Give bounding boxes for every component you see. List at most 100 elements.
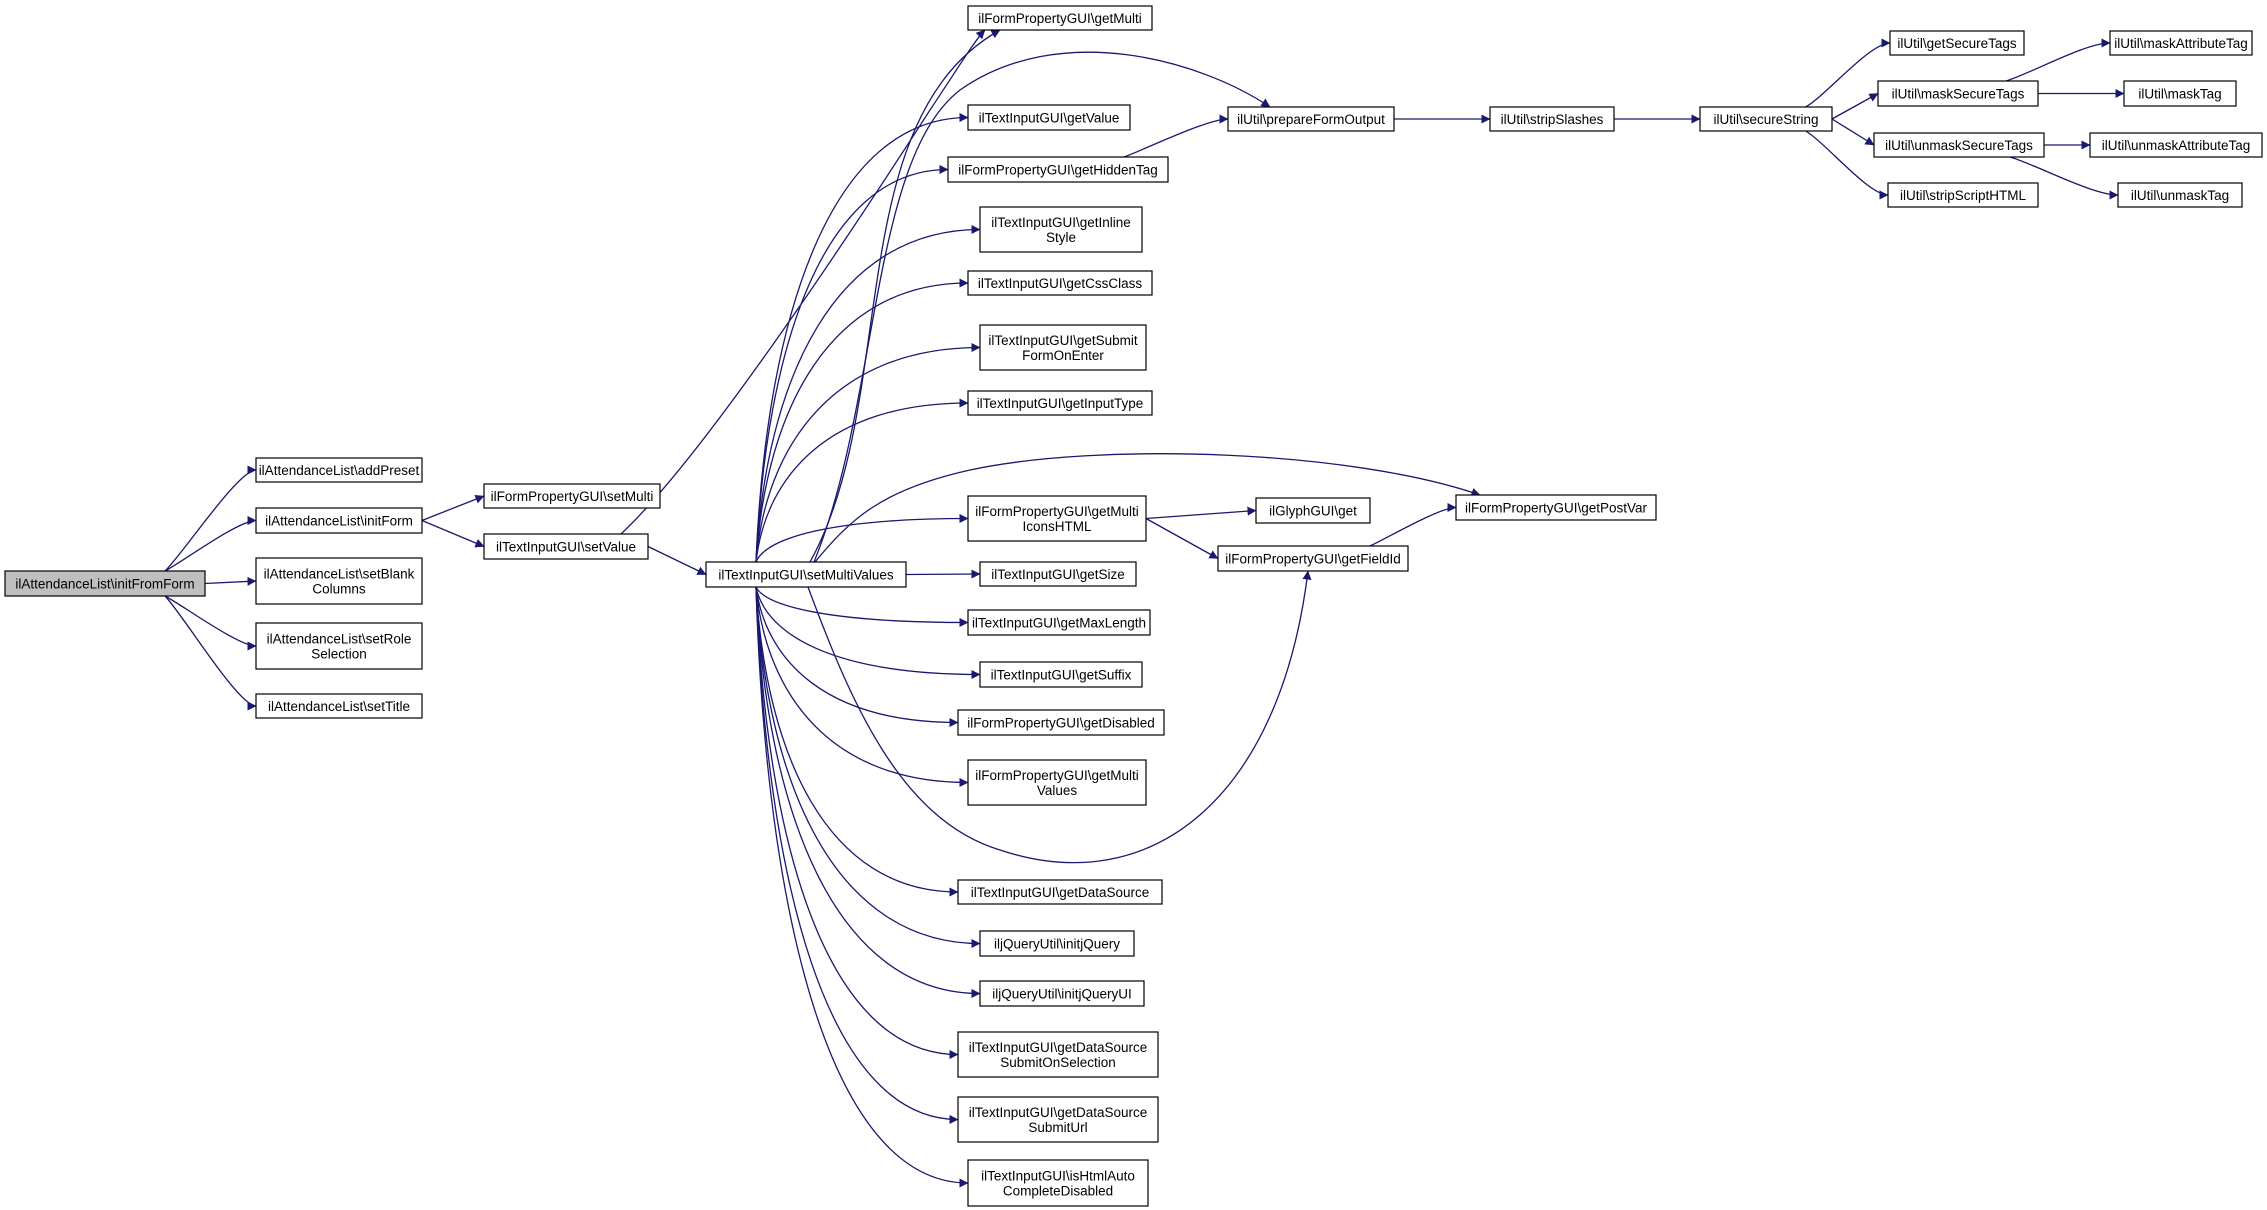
- edge-setMultiValues-to-getMulti: [809, 29, 1001, 563]
- node-getInputType[interactable]: ilTextInputGUI\getInputType: [967, 390, 1153, 416]
- node-label: ilFormPropertyGUI\getPostVar: [1465, 501, 1648, 516]
- node-box: [2109, 30, 2253, 56]
- node-label: Selection: [311, 647, 367, 662]
- node-box: [957, 1096, 1159, 1143]
- node-label: ilFormPropertyGUI\getMulti: [975, 504, 1139, 519]
- edge-setMultiValues-to-getDSSubmitUrl: [755, 586, 959, 1124]
- edge-setMultiValues-to-getSuffix: [755, 586, 981, 679]
- node-getValue[interactable]: ilTextInputGUI\getValue: [967, 104, 1131, 131]
- edge-secureString-to-unmaskSecureTags: [1831, 118, 1875, 146]
- node-label: ilTextInputGUI\setValue: [496, 540, 636, 555]
- node-stripScriptHTML[interactable]: ilUtil\stripScriptHTML: [1887, 182, 2039, 208]
- edge-initForm-to-setMulti: [421, 494, 485, 522]
- node-box: [979, 930, 1135, 957]
- node-box: [967, 390, 1153, 416]
- node-getSecureTags[interactable]: ilUtil\getSecureTags: [1889, 30, 2025, 56]
- node-label: ilFormPropertyGUI\getHiddenTag: [958, 163, 1158, 178]
- node-unmaskAttributeTag[interactable]: ilUtil\unmaskAttributeTag: [2089, 132, 2263, 158]
- edge-getHiddenTag-to-prepareFormOutput: [1123, 114, 1229, 158]
- node-label: CompleteDisabled: [1003, 1184, 1113, 1199]
- node-label: ilFormPropertyGUI\setMulti: [491, 489, 654, 504]
- edge-setMultiValues-to-prepareFormOutput: [813, 51, 1271, 563]
- node-prepareFormOutput[interactable]: ilUtil\prepareFormOutput: [1227, 106, 1395, 132]
- node-box: [967, 270, 1153, 296]
- edge-setMultiValues-to-getInputType: [755, 398, 969, 563]
- node-label: ilAttendanceList\initForm: [265, 514, 413, 529]
- node-initjQuery[interactable]: iljQueryUtil\initjQuery: [979, 930, 1135, 957]
- node-initjQueryUI[interactable]: iljQueryUtil\initjQueryUI: [979, 980, 1145, 1007]
- node-glyphGet[interactable]: ilGlyphGUI\get: [1255, 497, 1371, 524]
- node-root[interactable]: ilAttendanceList\initFromForm: [4, 570, 206, 597]
- node-label: ilUtil\maskAttributeTag: [2114, 36, 2248, 51]
- node-box: [255, 507, 423, 534]
- node-getDSSubmitOnSel[interactable]: ilTextInputGUI\getDataSourceSubmitOnSele…: [957, 1031, 1159, 1078]
- node-box: [957, 1031, 1159, 1078]
- node-label: ilTextInputGUI\setMultiValues: [718, 568, 894, 583]
- node-unmaskSecureTags[interactable]: ilUtil\unmaskSecureTags: [1873, 132, 2045, 158]
- node-label: ilUtil\unmaskSecureTags: [1885, 138, 2033, 153]
- node-addPreset[interactable]: ilAttendanceList\addPreset: [255, 457, 423, 483]
- node-label: FormOnEnter: [1022, 348, 1104, 363]
- node-getFieldId[interactable]: ilFormPropertyGUI\getFieldId: [1217, 545, 1409, 572]
- node-box: [957, 879, 1163, 905]
- node-box: [967, 495, 1147, 542]
- node-getDataSource[interactable]: ilTextInputGUI\getDataSource: [957, 879, 1163, 905]
- node-label: ilUtil\maskSecureTags: [1892, 87, 2025, 102]
- node-isHtmlAuto[interactable]: ilTextInputGUI\isHtmlAutoCompleteDisable…: [967, 1159, 1149, 1207]
- node-box: [1887, 182, 2039, 208]
- edge-setMultiValues-to-getDataSource: [755, 586, 959, 897]
- edge-setMultiValues-to-isHtmlAuto: [755, 586, 969, 1188]
- node-getSuffix[interactable]: ilTextInputGUI\getSuffix: [979, 661, 1143, 688]
- node-box: [2089, 132, 2263, 158]
- node-label: ilAttendanceList\initFromForm: [15, 577, 194, 592]
- node-getHiddenTag[interactable]: ilFormPropertyGUI\getHiddenTag: [947, 156, 1169, 183]
- node-maskTag[interactable]: ilUtil\maskTag: [2123, 80, 2237, 107]
- edge-setMultiValues-to-getHiddenTag: [755, 165, 949, 563]
- node-label: ilTextInputGUI\getSize: [991, 567, 1125, 582]
- edge-secureString-to-stripScriptHTML: [1805, 130, 1889, 200]
- edge-setMultiValues-to-getMultiValues: [755, 586, 969, 787]
- node-secureString[interactable]: ilUtil\secureString: [1699, 106, 1833, 132]
- node-setMultiValues[interactable]: ilTextInputGUI\setMultiValues: [705, 561, 907, 588]
- node-stripSlashes[interactable]: ilUtil\stripSlashes: [1489, 106, 1615, 132]
- node-getMaxLength[interactable]: ilTextInputGUI\getMaxLength: [967, 609, 1151, 636]
- edge-setMultiValues-to-initjQuery: [755, 586, 981, 948]
- node-label: ilAttendanceList\addPreset: [259, 463, 420, 478]
- edge-setMultiValues-to-getMultiIcons: [755, 514, 969, 563]
- node-box: [255, 622, 423, 670]
- node-label: ilGlyphGUI\get: [1269, 504, 1357, 519]
- node-getMulti[interactable]: ilFormPropertyGUI\getMulti: [967, 5, 1153, 31]
- node-label: ilTextInputGUI\getSuffix: [991, 668, 1132, 683]
- node-box: [967, 104, 1131, 131]
- node-label: ilAttendanceList\setBlank: [264, 567, 415, 582]
- node-getPostVar[interactable]: ilFormPropertyGUI\getPostVar: [1455, 494, 1657, 521]
- node-setMulti[interactable]: ilFormPropertyGUI\setMulti: [483, 483, 661, 509]
- node-setTitle[interactable]: ilAttendanceList\setTitle: [255, 693, 423, 719]
- node-box: [2117, 182, 2243, 208]
- node-label: ilUtil\stripScriptHTML: [1900, 188, 2027, 203]
- node-label: Columns: [312, 582, 366, 597]
- node-maskSecureTags[interactable]: ilUtil\maskSecureTags: [1877, 80, 2039, 107]
- node-box: [705, 561, 907, 588]
- edges: [164, 29, 2125, 1188]
- node-box: [255, 557, 423, 605]
- node-maskAttributeTag[interactable]: ilUtil\maskAttributeTag: [2109, 30, 2253, 56]
- node-setValue[interactable]: ilTextInputGUI\setValue: [483, 533, 649, 560]
- node-unmaskTag[interactable]: ilUtil\unmaskTag: [2117, 182, 2243, 208]
- edge-setMultiValues-to-getInlineStyle: [755, 225, 981, 563]
- node-getSize[interactable]: ilTextInputGUI\getSize: [979, 561, 1137, 587]
- node-initForm[interactable]: ilAttendanceList\initForm: [255, 507, 423, 534]
- edge-setValue-to-getMulti: [620, 29, 986, 535]
- node-getDisabled[interactable]: ilFormPropertyGUI\getDisabled: [957, 709, 1165, 736]
- node-getCssClass[interactable]: ilTextInputGUI\getCssClass: [967, 270, 1153, 296]
- edge-unmaskSecureTags-to-unmaskTag: [2009, 156, 2119, 200]
- edge-setMultiValues-to-getDisabled: [755, 586, 959, 727]
- edge-root-to-setBlank: [204, 576, 257, 586]
